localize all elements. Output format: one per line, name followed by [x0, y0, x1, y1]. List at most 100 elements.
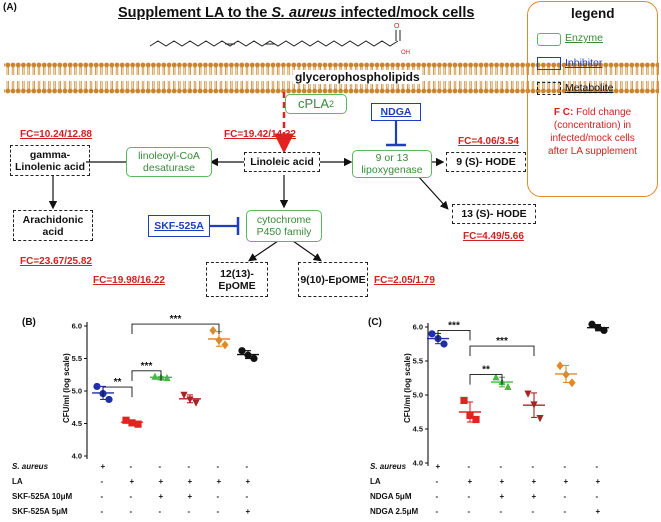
chart-b-ytick-label: 6.0: [72, 322, 82, 331]
chart-c-significance-label: ***: [448, 320, 460, 331]
node-cytochrome-p450: cytochrome P450 family: [246, 210, 322, 242]
fc-linoleic: FC=19.42/14.32: [224, 129, 296, 140]
chart-c-row-mark: -: [563, 462, 567, 471]
chart-b-data-point: [93, 382, 101, 391]
legend-metabolite-label: Metabolite: [565, 82, 614, 94]
chart-b-row-mark: +: [129, 477, 135, 486]
legend-title: legend: [571, 6, 615, 21]
chart-c-data-point: [428, 330, 436, 338]
chart-c-row-label: NDGA 5μM: [370, 492, 412, 501]
chart-c-ytick-label: 6.0: [413, 323, 423, 332]
chart-b-data-point: [192, 399, 200, 407]
chart-b-significance-bracket: [102, 386, 133, 398]
fc-ep12: FC=19.98/16.22: [93, 275, 165, 286]
chart-c-data-point: [588, 320, 596, 328]
chart-c-row-mark: +: [563, 477, 569, 486]
legend-fc-text-4: after LA supplement: [548, 146, 637, 157]
skf-inhibitor: SKF-525A: [148, 215, 210, 237]
legend-fc-key: F C:: [553, 107, 574, 118]
chart-c-row-mark: +: [595, 477, 601, 486]
fc-hode9: FC=4.06/3.54: [458, 136, 519, 147]
chart-b-row-mark: +: [158, 477, 164, 486]
chart-c-significance-bracket: [469, 345, 535, 357]
chart-c-ytick-label: 5.0: [413, 391, 423, 400]
chart-b-row-mark: -: [245, 492, 249, 501]
chart-b-significance-label: **: [114, 377, 122, 388]
chart-b-data-point: [186, 396, 194, 404]
membrane-label: glycerophospholipids: [293, 70, 422, 84]
cpla2-subscript: 2: [329, 99, 335, 109]
node-13s-hode: 13 (S)- HODE: [452, 204, 536, 224]
chart-c-row-mark: -: [467, 507, 471, 516]
chart-b-row-mark: -: [158, 507, 162, 516]
chart-b-row-mark: -: [245, 462, 249, 471]
panel-b-label: (B): [22, 317, 36, 328]
chart-b-row-mark: +: [158, 492, 164, 501]
chart-c-data-point: [504, 382, 512, 390]
chart-b-row-mark: -: [187, 462, 191, 471]
chart-c-data-point: [556, 361, 564, 371]
chart-c-row-mark: +: [531, 492, 537, 501]
chart-b-row-mark: -: [216, 507, 220, 516]
chart-b-data-point: [215, 335, 223, 345]
chart-b-row-label: SKF-525A 5μM: [12, 507, 68, 516]
chart-c-row-mark: +: [531, 477, 537, 486]
chart-b-row-label: SKF-525A 10μM: [12, 492, 73, 501]
chart-c-ytick-label: 4.5: [413, 425, 423, 434]
chart-b-significance-label: ***: [170, 314, 182, 325]
legend-inhibitor-swatch: [537, 57, 561, 70]
chart-b-ytick-label: 5.5: [72, 354, 82, 363]
chart-c-row-mark: -: [435, 477, 439, 486]
legend-fc-text-3: infected/mock cells: [550, 133, 635, 144]
chart-c-row-label: NDGA 2.5μM: [370, 507, 419, 516]
legend-enzyme-swatch: [537, 33, 561, 46]
chart-c-row-mark: -: [595, 492, 599, 501]
chart-c-data-point: [536, 415, 544, 423]
chart-c-row-mark: +: [435, 462, 441, 471]
cpla2-text: cPLA: [297, 96, 330, 111]
chart-c-data-point: [562, 370, 570, 379]
panel-c-label: (C): [368, 317, 382, 328]
pathway-arrows: [48, 92, 449, 262]
title-prefix: Supplement LA to the: [118, 5, 272, 21]
chart-c-data-point: [460, 396, 468, 405]
chart-b-data-point: [128, 419, 136, 427]
legend-metabolite-swatch: [537, 82, 561, 95]
ndga-inhibitor: NDGA: [371, 103, 421, 121]
chart-c-row-label: LA: [370, 477, 381, 486]
chart-b-data-point: [250, 354, 258, 363]
chart-c-data-point: [530, 401, 538, 409]
chart-b-row-mark: -: [158, 462, 162, 471]
node-desaturase: linoleoyl-CoA desaturase: [126, 147, 212, 177]
chart-b-data-point: [105, 395, 113, 404]
chart-b-data-point: [163, 373, 171, 382]
chart-c-row-mark: -: [563, 507, 567, 516]
chart-c-row-mark: -: [595, 462, 599, 471]
chart-b-significance-label: ***: [141, 361, 153, 372]
chart-b-ytick-label: 4.5: [72, 419, 82, 428]
panel-a-label: (A): [3, 2, 17, 13]
node-arachidonic-acid: Arachidonic acid: [13, 210, 93, 241]
node-linoleic-acid: Linoleic acid: [244, 152, 320, 172]
chart-c-row-mark: -: [499, 462, 503, 471]
chart-c-row-mark: -: [499, 507, 503, 516]
chart-b-row-mark: -: [129, 492, 133, 501]
figure-title: Supplement LA to the S. aureus infected/…: [118, 5, 474, 21]
legend-inhibitor-label: Inhibitor: [565, 57, 603, 69]
chart-b-data-point: [122, 416, 130, 424]
title-suffix: infected/mock cells: [336, 5, 475, 21]
chart-c-row-mark: +: [595, 507, 601, 516]
chart-b-row-mark: +: [187, 477, 193, 486]
legend-fc-text-2: (concentration) in: [553, 120, 632, 131]
chart-c-row-mark: +: [499, 477, 505, 486]
legend-fc-line-1: F C: Fold change: [530, 106, 655, 119]
chart-c-row-mark: -: [531, 462, 535, 471]
chart-b-row-mark: +: [187, 492, 193, 501]
chart-b-data-point: [209, 326, 217, 335]
chart-c-significance-label: **: [482, 365, 490, 376]
chart-b-row-mark: -: [100, 477, 104, 486]
chart-c-data-point: [524, 390, 532, 398]
chart-b-data-point: [151, 372, 159, 380]
linoleic-acid-structure: O: [149, 23, 401, 47]
